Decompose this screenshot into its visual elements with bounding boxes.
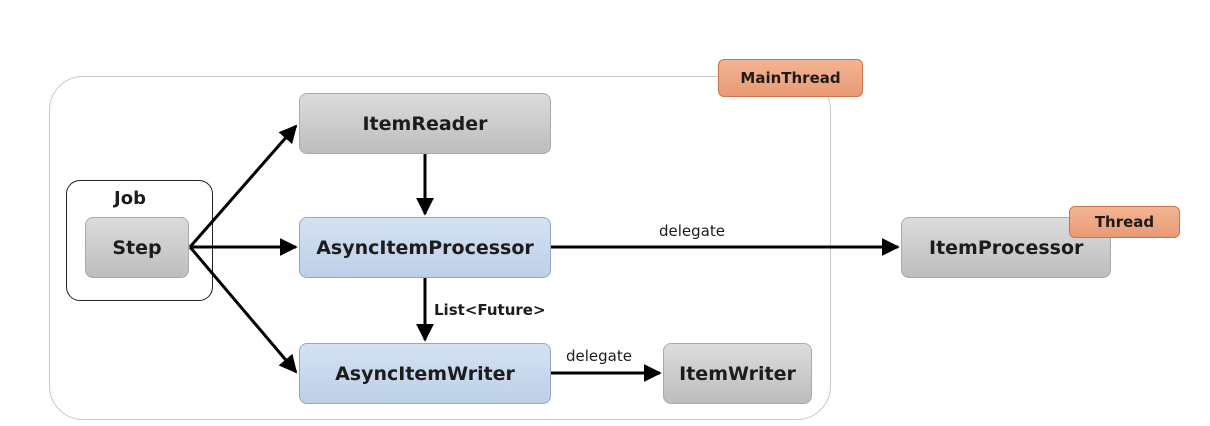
writer-delegate-label: delegate xyxy=(566,347,632,365)
step-node: Step xyxy=(85,217,189,278)
item-reader-node: ItemReader xyxy=(299,93,551,154)
job-label: Job xyxy=(114,188,146,209)
arrow-step-to-reader xyxy=(188,124,298,248)
processor-delegate-label: delegate xyxy=(659,222,725,240)
arrow-step-to-writer xyxy=(188,246,298,374)
thread-tag: Thread xyxy=(1069,206,1180,238)
async-item-writer-node: AsyncItemWriter xyxy=(299,343,551,404)
main-thread-tag: MainThread xyxy=(718,59,863,97)
list-future-label: List<Future> xyxy=(434,301,546,319)
item-writer-node: ItemWriter xyxy=(663,343,812,404)
async-item-processor-node: AsyncItemProcessor xyxy=(299,217,551,278)
item-processor-node: ItemProcessor xyxy=(901,217,1111,278)
